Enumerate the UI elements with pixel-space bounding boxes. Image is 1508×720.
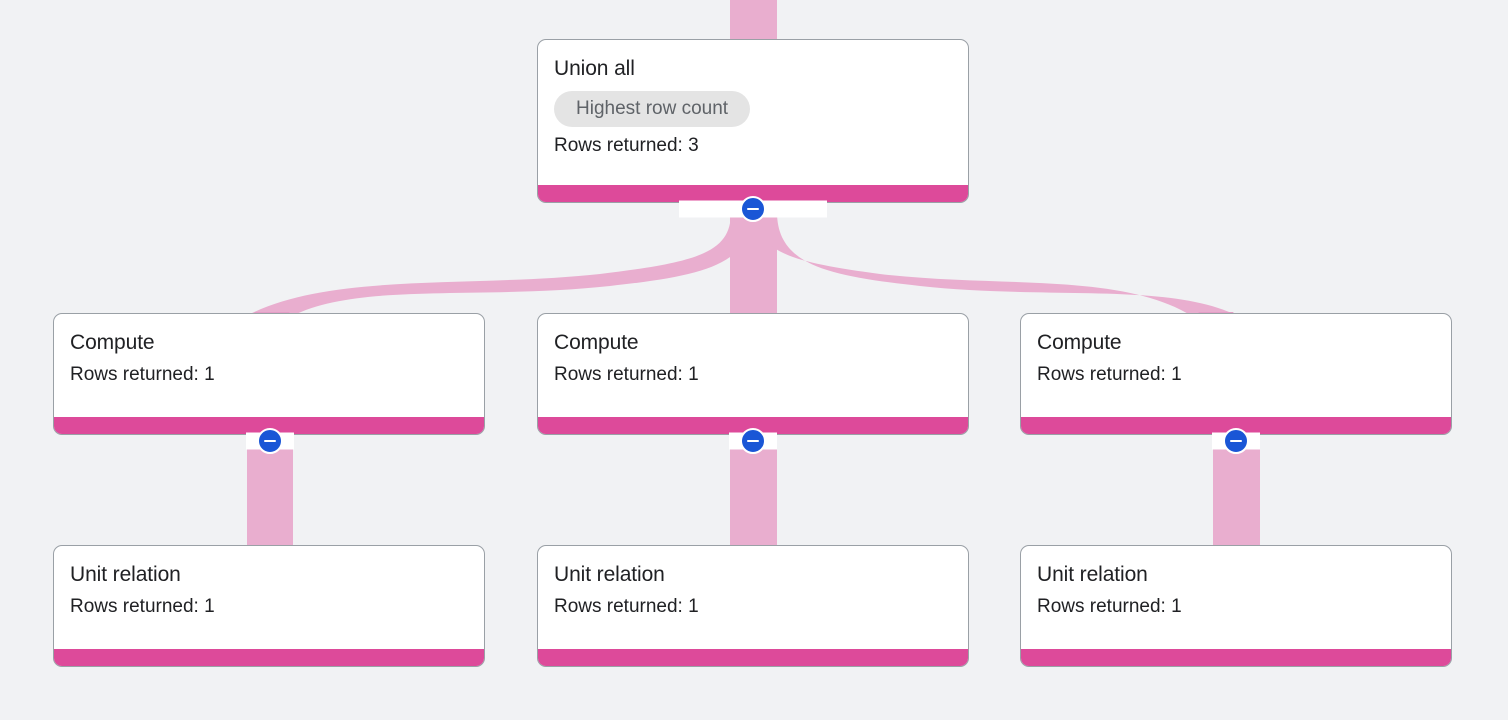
node-body: Compute Rows returned: 1 [1021, 314, 1451, 417]
collapse-toggle-compute-3[interactable] [1212, 428, 1260, 454]
collapse-toggle-compute-1[interactable] [246, 428, 294, 454]
status-badge: Highest row count [554, 91, 751, 127]
node-body: Union all Highest row count Rows returne… [538, 40, 968, 185]
node-accent-bar [538, 185, 968, 202]
edge-compute-1-to-unit-1 [247, 437, 293, 548]
node-accent-bar [54, 649, 484, 666]
node-title: Unit relation [70, 563, 181, 586]
node-rows-returned: Rows returned: 1 [554, 364, 699, 385]
node-rows-returned: Rows returned: 1 [1037, 596, 1182, 617]
node-accent-bar [538, 417, 968, 434]
plan-node-compute-2[interactable]: Compute Rows returned: 1 [537, 313, 969, 435]
edge-union-to-compute-1 [246, 212, 752, 316]
minus-icon[interactable] [257, 428, 283, 454]
collapse-toggle-union-all[interactable] [679, 196, 827, 222]
node-accent-bar [54, 417, 484, 434]
node-accent-bar [1021, 649, 1451, 666]
node-body: Unit relation Rows returned: 1 [54, 546, 484, 649]
node-title: Union all [554, 57, 635, 80]
node-accent-bar [1021, 417, 1451, 434]
node-body: Compute Rows returned: 1 [538, 314, 968, 417]
node-body: Unit relation Rows returned: 1 [538, 546, 968, 649]
edge-parent-to-union [730, 0, 777, 40]
edge-union-to-compute-3 [756, 212, 1238, 316]
node-title: Compute [1037, 331, 1122, 354]
node-rows-returned: Rows returned: 1 [1037, 364, 1182, 385]
node-rows-returned: Rows returned: 1 [70, 364, 215, 385]
node-body: Unit relation Rows returned: 1 [1021, 546, 1451, 649]
edge-compute-2-to-unit-2 [730, 437, 777, 548]
plan-node-union-all[interactable]: Union all Highest row count Rows returne… [537, 39, 969, 203]
node-title: Compute [554, 331, 639, 354]
minus-icon[interactable] [740, 428, 766, 454]
minus-icon[interactable] [740, 196, 766, 222]
minus-icon[interactable] [1223, 428, 1249, 454]
plan-node-compute-3[interactable]: Compute Rows returned: 1 [1020, 313, 1452, 435]
plan-node-compute-1[interactable]: Compute Rows returned: 1 [53, 313, 485, 435]
plan-node-unit-relation-1[interactable]: Unit relation Rows returned: 1 [53, 545, 485, 667]
node-rows-returned: Rows returned: 1 [554, 596, 699, 617]
node-body: Compute Rows returned: 1 [54, 314, 484, 417]
node-rows-returned: Rows returned: 3 [554, 135, 699, 156]
node-rows-returned: Rows returned: 1 [70, 596, 215, 617]
node-title: Unit relation [554, 563, 665, 586]
node-title: Compute [70, 331, 155, 354]
edge-compute-3-to-unit-3 [1213, 437, 1260, 548]
plan-node-unit-relation-3[interactable]: Unit relation Rows returned: 1 [1020, 545, 1452, 667]
node-title: Unit relation [1037, 563, 1148, 586]
plan-node-unit-relation-2[interactable]: Unit relation Rows returned: 1 [537, 545, 969, 667]
collapse-toggle-compute-2[interactable] [729, 428, 777, 454]
node-accent-bar [538, 649, 968, 666]
